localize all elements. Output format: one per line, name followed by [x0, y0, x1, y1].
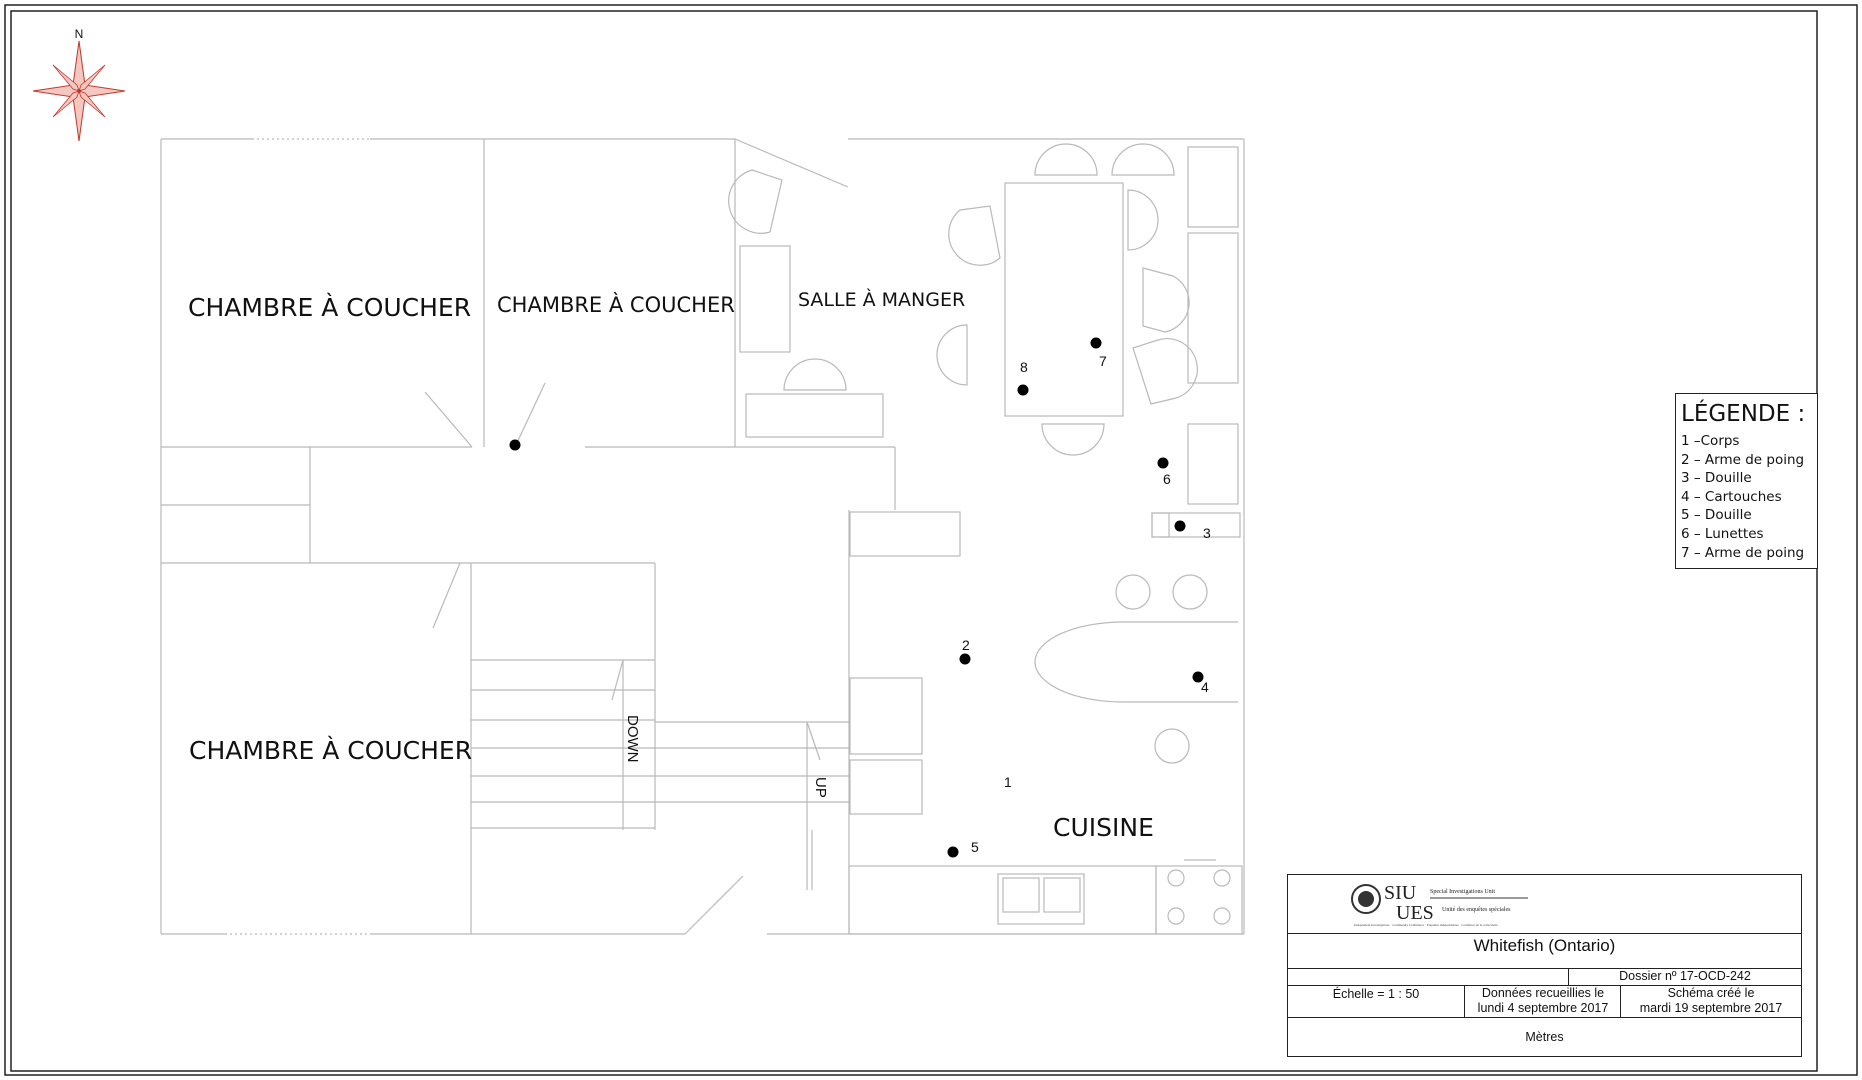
legend-item: 1 –Corps: [1681, 433, 1740, 449]
legend-box: LÉGENDE : 1 –Corps 2 – Arme de poing 3 –…: [1675, 393, 1818, 569]
legend-item: 5 – Douille: [1681, 507, 1752, 524]
title-block: SIU UES Special Investigations Unit Unit…: [1287, 874, 1802, 1057]
room-label-bedroom-n: CHAMBRE À COUCHER: [497, 292, 735, 317]
data-collected-cell: Données recueillies le lundi 4 septembre…: [1464, 985, 1621, 1018]
stairs-up-label: UP: [812, 777, 829, 798]
room-label-bedroom-sw: CHAMBRE À COUCHER: [189, 736, 472, 765]
room-label-kitchen: CUISINE: [1053, 813, 1154, 842]
marker-5-dot: [947, 846, 959, 858]
title-block-logo-row: SIU UES Special Investigations Unit Unit…: [1288, 875, 1801, 934]
marker-7-label: 7: [1099, 353, 1107, 369]
logo-en-text: Special Investigations Unit: [1430, 889, 1495, 895]
marker-3-dot: [1174, 520, 1186, 532]
diagram-created-line2: mardi 19 septembre 2017: [1639, 1001, 1783, 1015]
room-label-dining: SALLE À MANGER: [798, 288, 965, 311]
sheet-border-outer: [4, 4, 1858, 1076]
legend-item: 7 – Arme de poing: [1681, 544, 1805, 561]
dossier-number: Dossier nº 17-OCD-242: [1568, 968, 1801, 985]
diagram-created-line1: Schéma créé le: [1667, 986, 1755, 1000]
diagram-created-cell: Schéma créé le mardi 19 septembre 2017: [1620, 985, 1801, 1018]
legend-title: LÉGENDE :: [1681, 401, 1806, 427]
data-collected-line1: Données recueillies le: [1481, 986, 1605, 1000]
legend-item: 2 – Arme de poing: [1681, 451, 1805, 468]
marker-6-label: 6: [1163, 471, 1171, 487]
marker-4-label: 4: [1201, 679, 1209, 695]
logo-fr-text: Unité des enquêtes spéciales: [1442, 907, 1511, 913]
marker-5-label: 5: [971, 839, 979, 855]
info-row: Échelle = 1 : 50 Données recueillies le …: [1288, 985, 1801, 1018]
marker-7-dot: [1090, 337, 1102, 349]
compass-north-label: N: [75, 27, 84, 41]
scale-text: Échelle = 1 : 50: [1332, 987, 1420, 1001]
marker-1-label: 1: [1004, 774, 1012, 790]
legend-item: 6 – Lunettes: [1681, 525, 1764, 542]
data-collected-line2: lundi 4 septembre 2017: [1477, 1001, 1609, 1015]
marker-2-dot: [959, 653, 971, 665]
marker-6-dot: [1157, 457, 1169, 469]
dossier-row: Dossier nº 17-OCD-242: [1288, 968, 1801, 986]
stairs-down-label: DOWN: [624, 715, 641, 763]
marker-8-dot: [1017, 384, 1029, 396]
walls: [160, 138, 1245, 935]
marker-door-dot: [509, 439, 521, 451]
marker-3-label: 3: [1203, 525, 1211, 541]
compass-icon: [32, 40, 126, 142]
marker-2-label: 2: [962, 637, 970, 653]
legend-item: 3 – Douille: [1681, 470, 1752, 487]
logo-ues-text: UES: [1396, 902, 1434, 924]
marker-4-dot: [1192, 671, 1204, 683]
location-title: Whitefish (Ontario): [1288, 933, 1801, 969]
legend-item: 4 – Cartouches: [1681, 488, 1782, 505]
room-label-bedroom-nw: CHAMBRE À COUCHER: [188, 293, 471, 322]
marker-8-label: 8: [1020, 359, 1028, 375]
units-text: Mètres: [1525, 1030, 1564, 1044]
siu-logo: SIU UES Special Investigations Unit Unit…: [1351, 882, 1528, 927]
logo-tagline-text: Independent Investigations · Community C…: [1354, 923, 1498, 927]
logo-siu-text: SIU: [1384, 882, 1417, 904]
